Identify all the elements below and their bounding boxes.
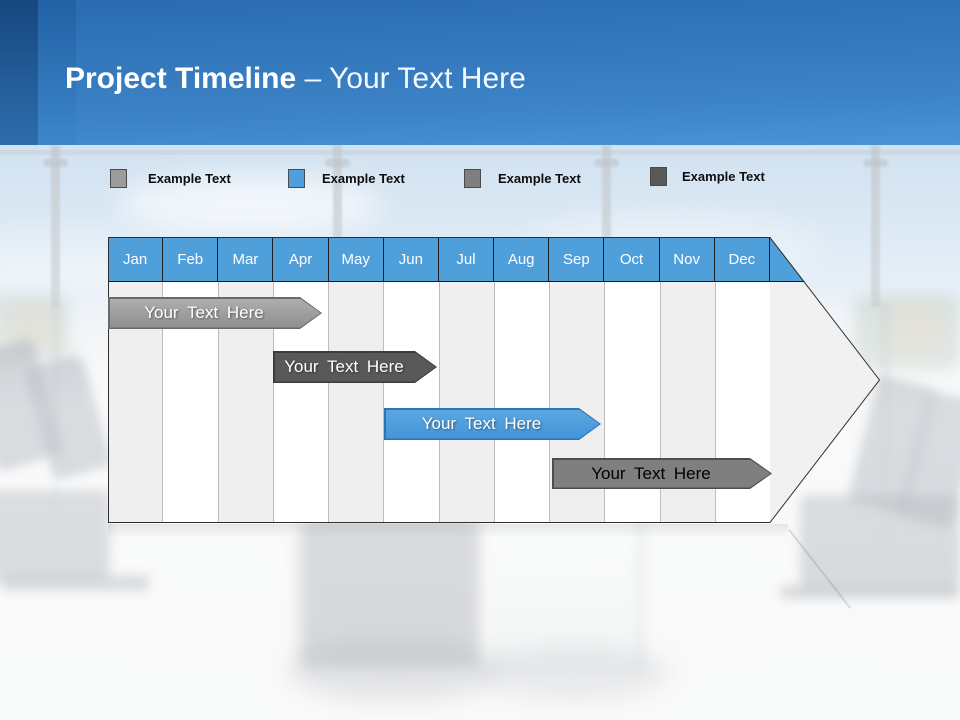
table-shadow	[108, 524, 788, 538]
month-cell: Dec	[715, 237, 770, 281]
month-cell: Oct	[604, 237, 660, 281]
month-cell: Jun	[384, 237, 439, 281]
legend-swatch	[464, 169, 481, 188]
bar-fill	[275, 353, 436, 382]
slide-title: Project Timeline – Your Text Here	[65, 62, 526, 96]
legend-label: Example Text	[682, 169, 765, 184]
month-cell: Feb	[163, 237, 219, 281]
bar-label: Your Text Here	[284, 357, 404, 376]
title-bar: Project Timeline – Your Text Here	[0, 0, 960, 145]
timeline-bar: Your Text Here	[108, 297, 322, 329]
accent-band-dark	[0, 0, 38, 145]
bar-label: Your Text Here	[591, 463, 711, 483]
bar-fill	[554, 460, 771, 488]
timeline-column	[439, 282, 495, 523]
legend-item: Example Text	[464, 169, 581, 188]
month-cell: Sep	[549, 237, 605, 281]
month-cell: Jan	[108, 237, 164, 281]
legend-swatch	[288, 169, 305, 188]
timeline-column	[384, 282, 440, 523]
title-secondary: Your Text Here	[329, 62, 526, 95]
timeline-bar: Your Text Here	[273, 351, 437, 383]
timeline-bar: Your Text Here	[384, 408, 601, 440]
month-header-row: Jan Feb Mar Apr May Jun Jul Aug Sep Oct …	[108, 237, 805, 282]
legend-item: Example Text	[288, 169, 405, 188]
month-cell: Jul	[439, 237, 495, 281]
bar-fill	[386, 410, 600, 439]
legend-label: Example Text	[498, 171, 581, 186]
month-cell: Apr	[273, 237, 329, 281]
bar-label: Your Text Here	[144, 303, 264, 322]
bar-label: Your Text Here	[421, 414, 542, 433]
month-cell: Aug	[494, 237, 550, 281]
title-primary: Project Timeline	[65, 62, 297, 95]
month-cell: Nov	[660, 237, 715, 281]
legend-label: Example Text	[148, 171, 231, 186]
month-cell: Mar	[218, 237, 274, 281]
legend-label: Example Text	[322, 171, 405, 186]
timeline-bar: Your Text Here	[552, 458, 772, 489]
timeline-column	[494, 282, 550, 523]
timeline-table: Jan Feb Mar Apr May Jun Jul Aug Sep Oct …	[108, 237, 881, 524]
legend-swatch	[110, 169, 127, 188]
legend-item: Example Text	[650, 167, 765, 186]
timeline-column	[329, 282, 385, 523]
accent-band-medium	[38, 0, 76, 145]
bar-fill	[110, 299, 321, 328]
title-separator: –	[296, 62, 330, 95]
month-cell: May	[329, 237, 384, 281]
legend-item: Example Text	[110, 169, 231, 188]
legend-swatch	[650, 167, 667, 186]
